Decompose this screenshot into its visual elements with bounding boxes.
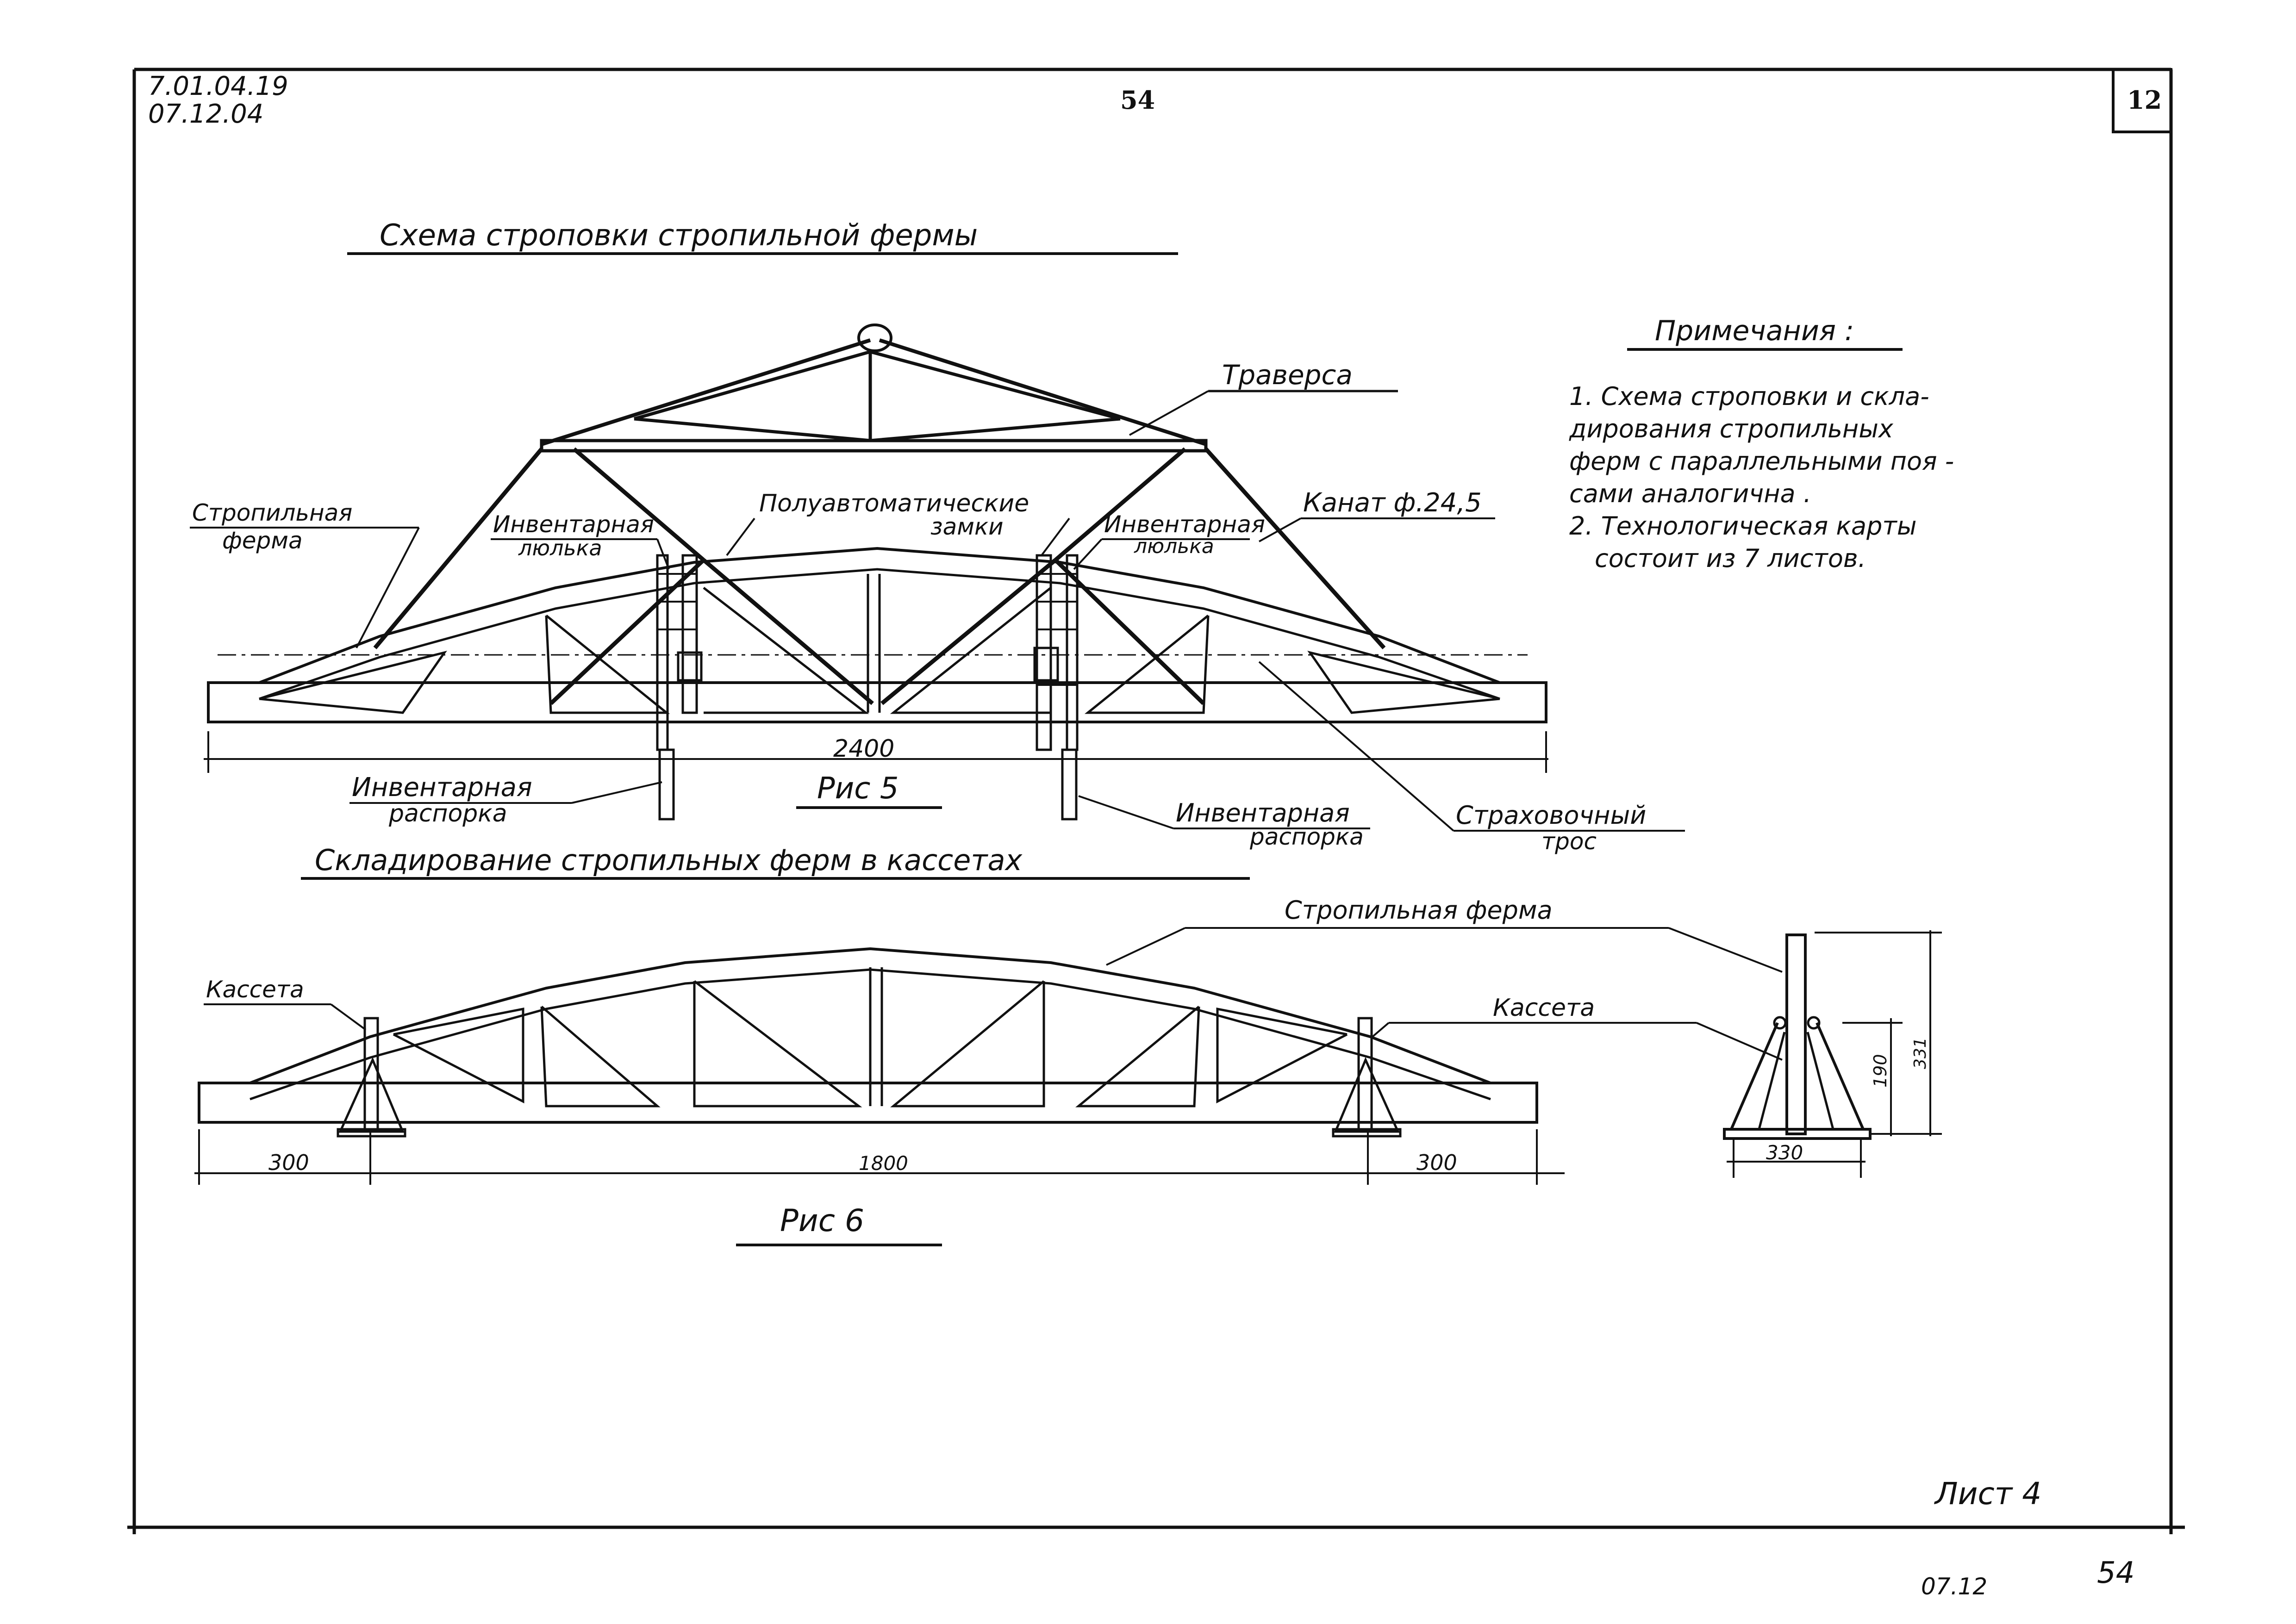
- fig5-cradle-left: [656, 554, 703, 821]
- label-brace-left: Инвентарная распорка: [349, 772, 662, 828]
- label-brace-right: Инвентарная распорка: [1078, 795, 1370, 850]
- svg-text:Кассета: Кассета: [206, 976, 304, 1003]
- svg-text:люлька: люлька: [1134, 535, 1214, 558]
- fig5-caption: Рис 5: [796, 772, 942, 809]
- label-cradle-right: Инвентарная люлька: [1073, 511, 1265, 570]
- svg-text:Кассета: Кассета: [1493, 994, 1595, 1022]
- notes-block: Примечания : 1. Схема строповки и скла- …: [1569, 315, 1954, 573]
- doc-code-line2: 07.12.04: [148, 99, 263, 129]
- fig6-title: Складирование стропильных ферм в кассета…: [301, 843, 1250, 880]
- svg-text:Схема строповки стропильной фе: Схема строповки стропильной фермы: [380, 218, 978, 253]
- sheet-box-number: 12: [2127, 85, 2162, 115]
- cassette-side-view: [1723, 930, 1942, 1178]
- sheet-frame: [127, 68, 2185, 1534]
- svg-text:2400: 2400: [833, 735, 894, 763]
- svg-text:распорка: распорка: [1249, 823, 1364, 850]
- page-number: 54: [1120, 85, 1155, 115]
- fig5-dim-span: 2400: [204, 731, 1548, 773]
- svg-text:300: 300: [268, 1150, 309, 1175]
- fig5-cradle-right: [1033, 554, 1079, 821]
- svg-text:состоит из 7 листов.: состоит из 7 листов.: [1595, 544, 1866, 573]
- label-cassette-right: Кассета: [1372, 994, 1783, 1061]
- doc-code-line1: 7.01.04.19: [148, 71, 288, 101]
- svg-text:ферм с параллельными поя -: ферм с параллельными поя -: [1569, 447, 1954, 476]
- fig5-traverse: [540, 324, 1208, 453]
- dim-cassette-width: 330: [1766, 1141, 1803, 1164]
- svg-text:Стропильная ферма: Стропильная ферма: [1285, 896, 1553, 925]
- svg-text:трос: трос: [1541, 828, 1597, 855]
- label-locks: Полуавтоматические замки: [726, 490, 1070, 556]
- label-cradle-left: Инвентарная люлька: [491, 511, 670, 570]
- fig5-title: Схема строповки стропильной фермы: [347, 218, 1178, 255]
- svg-text:распорка: распорка: [388, 800, 507, 828]
- svg-text:300: 300: [1416, 1150, 1457, 1175]
- svg-text:1800: 1800: [859, 1152, 908, 1175]
- svg-text:2. Технологическая карты: 2. Технологическая карты: [1569, 511, 1916, 541]
- fig5-rafter-truss: [207, 547, 1547, 723]
- fig6-rafter-truss: [198, 947, 1538, 1124]
- label-fig6-rafter-truss: Стропильная ферма: [1106, 896, 1783, 973]
- svg-text:Стропильная: Стропильная: [192, 499, 352, 526]
- sheet-number-box: [2112, 68, 2172, 133]
- svg-text:Складирование стропильных фе: Складирование стропильных ферм в кассета…: [315, 843, 1023, 877]
- label-rope: Канат ф.24,5: [1259, 488, 1495, 542]
- svg-text:Инвентарная: Инвентарная: [493, 511, 654, 538]
- footer-code: 07.12: [1921, 1573, 1987, 1600]
- svg-text:1. Схема строповки и скла-: 1. Схема строповки и скла-: [1569, 382, 1929, 411]
- label-rafter-truss: Стропильная ферма: [190, 499, 420, 648]
- footer-page: 54: [2097, 1556, 2134, 1590]
- fig5-slings: [373, 447, 1386, 705]
- svg-text:Инвентарная: Инвентарная: [1176, 798, 1350, 828]
- svg-text:Рис 6: Рис 6: [780, 1203, 864, 1238]
- svg-text:Инвентарная: Инвентарная: [352, 772, 532, 803]
- label-cassette-left: Кассета: [204, 976, 367, 1031]
- label-traverse: Траверса: [1129, 359, 1398, 436]
- svg-text:Рис 5: Рис 5: [817, 772, 898, 806]
- svg-text:Примечания :: Примечания :: [1655, 315, 1854, 347]
- label-safety-rope: Страховочный трос: [1258, 661, 1685, 855]
- dim-cassette-h2: 331: [1911, 1037, 1930, 1069]
- svg-text:Инвентарная: Инвентарная: [1104, 511, 1265, 538]
- svg-text:Полуавтоматические: Полуавтоматические: [759, 490, 1029, 517]
- svg-text:замки: замки: [930, 513, 1004, 540]
- dim-cassette-h1: 190: [1870, 1054, 1890, 1088]
- fig6-cassette-right: [1332, 1017, 1402, 1138]
- svg-text:ферма: ферма: [222, 527, 303, 554]
- svg-text:дирования стропильных: дирования стропильных: [1569, 414, 1894, 443]
- svg-text:Траверса: Траверса: [1222, 359, 1353, 391]
- svg-text:Канат ф.24,5: Канат ф.24,5: [1303, 488, 1482, 518]
- svg-text:Страховочный: Страховочный: [1456, 801, 1646, 830]
- footer-sheet: Лист 4: [1934, 1476, 2041, 1512]
- fig6-caption: Рис 6: [736, 1203, 942, 1246]
- fig6-dims: 300 1800 300: [194, 1129, 1565, 1185]
- svg-text:сами аналогична .: сами аналогична .: [1569, 479, 1811, 508]
